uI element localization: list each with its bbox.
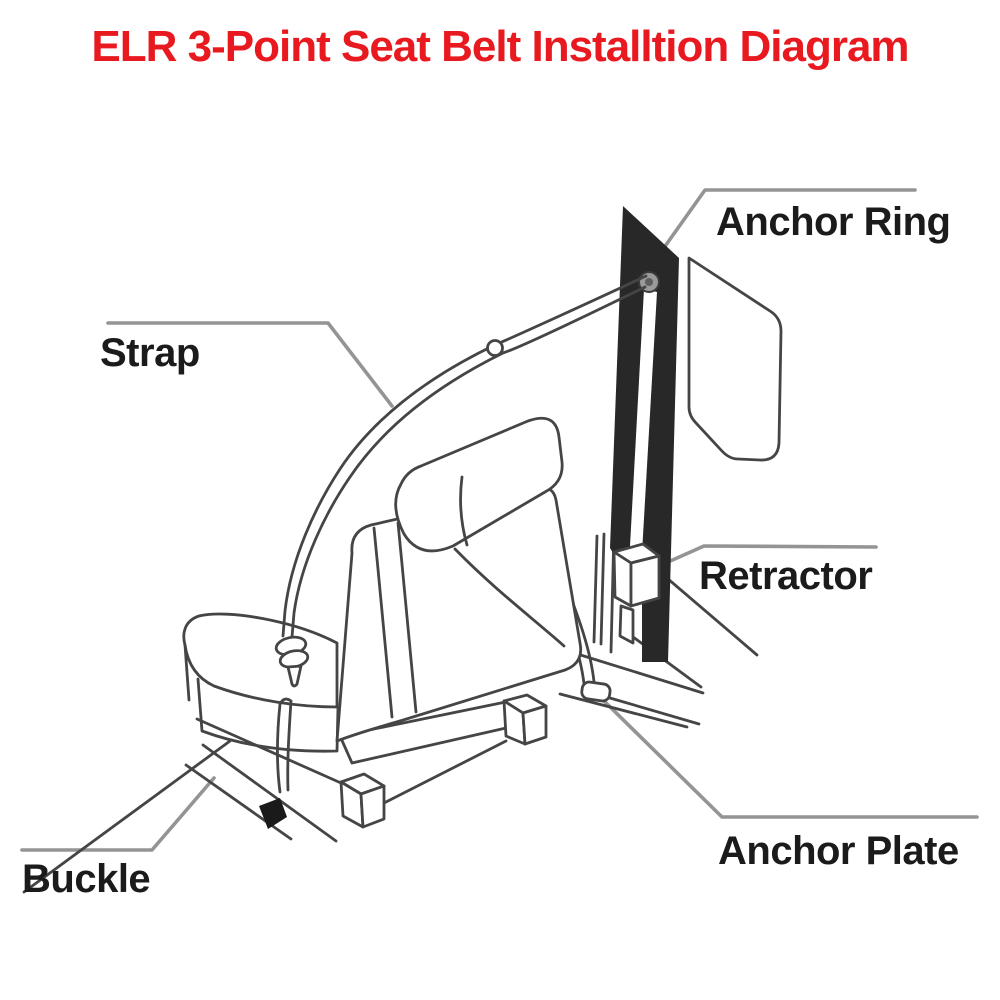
car-structure bbox=[544, 206, 783, 729]
window-outline bbox=[687, 256, 783, 462]
base-rail bbox=[195, 717, 508, 805]
seat-foot-front bbox=[339, 772, 386, 829]
seat-cushion-skirt bbox=[183, 643, 340, 753]
seat-foot-right bbox=[502, 693, 548, 746]
label-anchor-plate: Anchor Plate bbox=[718, 829, 959, 873]
leader-retractor bbox=[657, 544, 878, 568]
leader-strap bbox=[106, 321, 394, 408]
strap-adjuster bbox=[486, 339, 504, 357]
buckle-head bbox=[259, 798, 287, 829]
shoulder-strap bbox=[281, 274, 648, 638]
seat bbox=[182, 416, 583, 753]
page-title: ELR 3-Point Seat Belt Installtion Diagra… bbox=[91, 22, 909, 71]
pillar-belt-strip bbox=[630, 289, 657, 553]
belt-parts bbox=[259, 274, 648, 829]
belt-tongue bbox=[274, 635, 310, 688]
seat-cushion bbox=[182, 612, 339, 709]
label-buckle: Buckle bbox=[22, 857, 151, 901]
leader-buckle bbox=[20, 776, 216, 852]
anchor-ring-bolt-center bbox=[645, 278, 653, 286]
label-retractor: Retractor bbox=[699, 554, 873, 598]
anchor-plate-foot bbox=[580, 680, 612, 703]
leader-anchor-plate bbox=[599, 696, 979, 819]
floor-lines bbox=[22, 739, 338, 894]
headrest-crease bbox=[459, 475, 469, 547]
leader-lines bbox=[20, 188, 979, 852]
shoulder-strap-inner bbox=[290, 285, 647, 639]
leader-anchor-ring bbox=[649, 188, 917, 268]
base-bar bbox=[338, 695, 543, 765]
seatback bbox=[335, 485, 583, 743]
buckle-stalk bbox=[275, 697, 293, 794]
headrest bbox=[394, 416, 564, 553]
seat-base bbox=[22, 693, 548, 894]
label-strap: Strap bbox=[100, 331, 200, 375]
seatback-seams bbox=[372, 521, 566, 719]
label-anchor-ring: Anchor Ring bbox=[716, 200, 951, 244]
retractor-unit bbox=[612, 542, 661, 645]
